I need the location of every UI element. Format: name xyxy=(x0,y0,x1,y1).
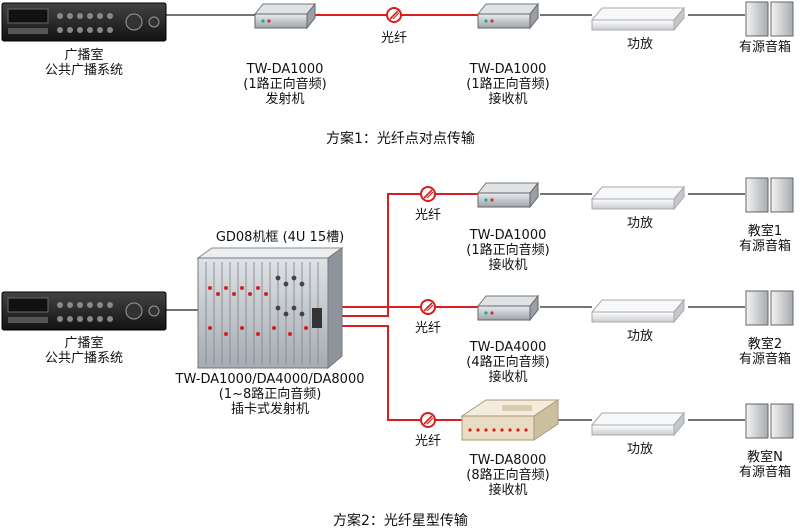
transmitter-device-icon xyxy=(253,2,317,30)
receiver-label: TW-DA1000 (1路正向音频) 接收机 xyxy=(443,62,573,107)
fiber-label-3: 光纤 xyxy=(414,434,441,449)
transmitter-spec: (1路正向音频) xyxy=(243,77,327,92)
receiver2-label: TW-DA4000 (4路正向音频) 接收机 xyxy=(443,340,573,385)
transmitter2-spec: (1~8路正向音频) xyxy=(218,387,322,402)
room2-label: 教室2 有源音箱 xyxy=(730,337,800,367)
receiver-device-icon xyxy=(476,2,540,30)
receiver1-label: TW-DA1000 (1路正向音频) 接收机 xyxy=(443,228,573,273)
speaker-pair-icon xyxy=(745,177,794,213)
scheme1-title: 方案1：光纤点对点传输 xyxy=(326,131,475,147)
rack-mixer-icon xyxy=(1,291,167,331)
source2-line1: 广播室 xyxy=(64,336,104,351)
source-line1: 广播室 xyxy=(64,48,104,63)
receiver-spec: (1路正向音频) xyxy=(466,77,550,92)
fiber-label: 光纤 xyxy=(380,31,407,46)
room2-name: 教室2 xyxy=(747,337,783,352)
room1-name: 教室1 xyxy=(747,224,783,239)
receiver3-spec: (8路正向音频) xyxy=(466,468,550,483)
fiber-connector-icon xyxy=(386,7,402,23)
amp2-label: 功放 xyxy=(626,329,653,344)
receiver-model: TW-DA1000 xyxy=(469,62,547,77)
amplifier-icon xyxy=(590,6,686,32)
chassis-label: GD08机框 (4U 15槽) xyxy=(215,230,345,245)
receiver3-label: TW-DA8000 (8路正向音频) 接收机 xyxy=(443,453,573,498)
transmitter2-model: TW-DA1000/DA4000/DA8000 xyxy=(175,372,365,387)
receiver-device-icon xyxy=(476,181,540,209)
room1-speaker: 有源音箱 xyxy=(738,239,791,254)
receiver2-spec: (4路正向音频) xyxy=(466,355,550,370)
receiver-role: 接收机 xyxy=(488,92,528,107)
speaker-pair-icon xyxy=(745,403,794,439)
speaker-label: 有源音箱 xyxy=(738,40,791,55)
receiver2-role: 接收机 xyxy=(488,370,528,385)
transmitter2-role: 插卡式发射机 xyxy=(230,402,309,417)
source-line2: 公共广播系统 xyxy=(44,63,123,78)
room3-label: 教室N 有源音箱 xyxy=(730,450,800,480)
room3-speaker: 有源音箱 xyxy=(738,465,791,480)
room2-speaker: 有源音箱 xyxy=(738,352,791,367)
rack-mixer-icon xyxy=(1,2,167,42)
speaker-pair-icon xyxy=(745,1,794,37)
receiver2-model: TW-DA4000 xyxy=(469,340,547,355)
transmitter-model: TW-DA1000 xyxy=(246,62,324,77)
source-label: 广播室 公共广播系统 xyxy=(24,48,144,78)
receiver3-model: TW-DA8000 xyxy=(469,453,547,468)
receiver-device-icon xyxy=(476,294,540,322)
amplifier-icon xyxy=(590,185,686,211)
amplifier-icon xyxy=(590,298,686,324)
scheme2-title: 方案2：光纤星型传输 xyxy=(333,513,468,529)
transmitter2-label: TW-DA1000/DA4000/DA8000 (1~8路正向音频) 插卡式发射… xyxy=(160,372,380,417)
receiver1-model: TW-DA1000 xyxy=(469,228,547,243)
fiber-connector-icon xyxy=(420,412,436,428)
source2-label: 广播室 公共广播系统 xyxy=(24,336,144,366)
room3-name: 教室N xyxy=(747,450,783,465)
amplifier-icon xyxy=(590,411,686,437)
fiber-connector-icon xyxy=(420,299,436,315)
fiber-label-1: 光纤 xyxy=(414,208,441,223)
transmitter-label: TW-DA1000 (1路正向音频) 发射机 xyxy=(220,62,350,107)
receiver1-spec: (1路正向音频) xyxy=(466,243,550,258)
receiver3-role: 接收机 xyxy=(488,483,528,498)
transmitter-role: 发射机 xyxy=(265,92,305,107)
chassis-rack-icon xyxy=(196,247,344,370)
speaker-pair-icon xyxy=(745,290,794,326)
amp1-label: 功放 xyxy=(626,216,653,231)
amp-label: 功放 xyxy=(626,37,653,52)
receiver1-role: 接收机 xyxy=(488,258,528,273)
fiber-label-2: 光纤 xyxy=(414,321,441,336)
source2-line2: 公共广播系统 xyxy=(44,351,123,366)
receiver-8ch-device-icon xyxy=(460,399,560,441)
room1-label: 教室1 有源音箱 xyxy=(730,224,800,254)
fiber-connector-icon xyxy=(420,186,436,202)
amp3-label: 功放 xyxy=(626,442,653,457)
